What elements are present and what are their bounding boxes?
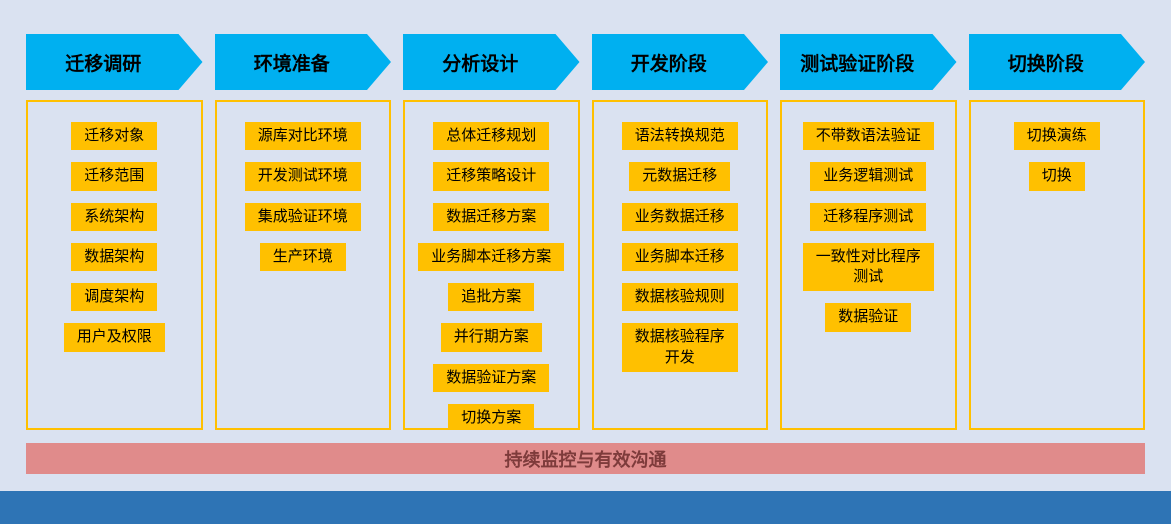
bottom-strip bbox=[0, 491, 1171, 524]
phase-arrow-testing: 测试验证阶段 bbox=[780, 34, 957, 90]
phase-title: 切换阶段 bbox=[1007, 53, 1084, 75]
phase-item: 用户及权限 bbox=[63, 323, 165, 352]
phase-item-list-testing: 不带数语法验证 业务逻辑测试 迁移程序测试 一致性对比程序 测试 数据验证 bbox=[780, 100, 957, 430]
phase-item-list-env-prep: 源库对比环境 开发测试环境 集成验证环境 生产环境 bbox=[214, 100, 391, 430]
phase-item: 切换 bbox=[1028, 162, 1085, 191]
phase-item: 迁移对象 bbox=[71, 122, 158, 151]
phase-column-development: 开发阶段 语法转换规范 元数据迁移 业务数据迁移 业务脚本迁移 数据核验规则 数… bbox=[591, 34, 769, 430]
phase-title: 分析设计 bbox=[442, 53, 519, 75]
phase-column-env-prep: 环境准备 源库对比环境 开发测试环境 集成验证环境 生产环境 bbox=[214, 34, 392, 430]
phase-arrow-env-prep: 环境准备 bbox=[215, 34, 392, 90]
phase-item: 总体迁移规划 bbox=[433, 122, 550, 151]
phase-item-list-switchover: 切换演练 切换 bbox=[968, 100, 1145, 430]
phase-column-switchover: 切换阶段 切换演练 切换 bbox=[968, 34, 1146, 430]
phase-item: 开发测试环境 bbox=[244, 162, 361, 191]
phase-item: 生产环境 bbox=[259, 242, 346, 271]
phase-arrow-development: 开发阶段 bbox=[592, 34, 769, 90]
phase-item: 一致性对比程序 测试 bbox=[802, 242, 934, 292]
phase-item: 迁移程序测试 bbox=[810, 202, 927, 231]
phase-item: 业务数据迁移 bbox=[621, 202, 738, 231]
phase-column-testing: 测试验证阶段 不带数语法验证 业务逻辑测试 迁移程序测试 一致性对比程序 测试 … bbox=[780, 34, 957, 430]
phase-item: 数据验证方案 bbox=[433, 363, 550, 392]
phase-item: 业务脚本迁移 bbox=[621, 242, 738, 271]
phase-item: 迁移范围 bbox=[71, 162, 158, 191]
phase-item: 迁移策略设计 bbox=[433, 162, 550, 191]
phase-item: 元数据迁移 bbox=[629, 162, 731, 191]
phase-item: 切换方案 bbox=[448, 403, 535, 428]
phase-item: 集成验证环境 bbox=[244, 202, 361, 231]
phase-item: 源库对比环境 bbox=[244, 122, 361, 151]
phase-title: 测试验证阶段 bbox=[800, 53, 915, 75]
migration-flow-diagram: 迁移调研 迁移对象 迁移范围 系统架构 数据架构 调度架构 用户及权限 环境准备… bbox=[26, 0, 1145, 430]
phase-item: 语法转换规范 bbox=[621, 122, 738, 151]
phase-title: 环境准备 bbox=[253, 53, 330, 75]
phase-item: 业务逻辑测试 bbox=[810, 162, 927, 191]
phase-column-research: 迁移调研 迁移对象 迁移范围 系统架构 数据架构 调度架构 用户及权限 bbox=[26, 34, 203, 430]
phase-item-list-research: 迁移对象 迁移范围 系统架构 数据架构 调度架构 用户及权限 bbox=[26, 100, 203, 430]
phase-columns: 迁移调研 迁移对象 迁移范围 系统架构 数据架构 调度架构 用户及权限 环境准备… bbox=[26, 34, 1145, 430]
phase-item: 数据架构 bbox=[71, 242, 158, 271]
phase-arrow-research: 迁移调研 bbox=[26, 34, 203, 90]
phase-arrow-analysis-design: 分析设计 bbox=[403, 34, 580, 90]
phase-item: 调度架构 bbox=[71, 283, 158, 312]
phase-item: 并行期方案 bbox=[440, 323, 542, 352]
footer-banner-text: 持续监控与有效沟通 bbox=[504, 449, 667, 470]
phase-item: 业务脚本迁移方案 bbox=[418, 242, 565, 271]
phase-item: 数据核验程序 开发 bbox=[621, 323, 738, 372]
phase-arrow-switchover: 切换阶段 bbox=[969, 34, 1146, 90]
phase-item: 不带数语法验证 bbox=[802, 122, 934, 151]
phase-column-analysis-design: 分析设计 总体迁移规划 迁移策略设计 数据迁移方案 业务脚本迁移方案 追批方案 … bbox=[403, 34, 580, 430]
phase-item: 数据迁移方案 bbox=[433, 202, 550, 231]
phase-item-list-development: 语法转换规范 元数据迁移 业务数据迁移 业务脚本迁移 数据核验规则 数据核验程序… bbox=[591, 100, 768, 430]
phase-title: 迁移调研 bbox=[65, 53, 142, 75]
phase-item-list-analysis-design: 总体迁移规划 迁移策略设计 数据迁移方案 业务脚本迁移方案 追批方案 并行期方案… bbox=[403, 100, 580, 430]
phase-title: 开发阶段 bbox=[630, 53, 707, 75]
footer-banner: 持续监控与有效沟通 bbox=[26, 443, 1145, 474]
phase-item: 系统架构 bbox=[71, 202, 158, 231]
phase-item: 切换演练 bbox=[1013, 122, 1100, 151]
phase-item: 追批方案 bbox=[448, 283, 535, 312]
phase-item: 数据核验规则 bbox=[621, 283, 738, 312]
phase-item: 数据验证 bbox=[825, 303, 912, 332]
